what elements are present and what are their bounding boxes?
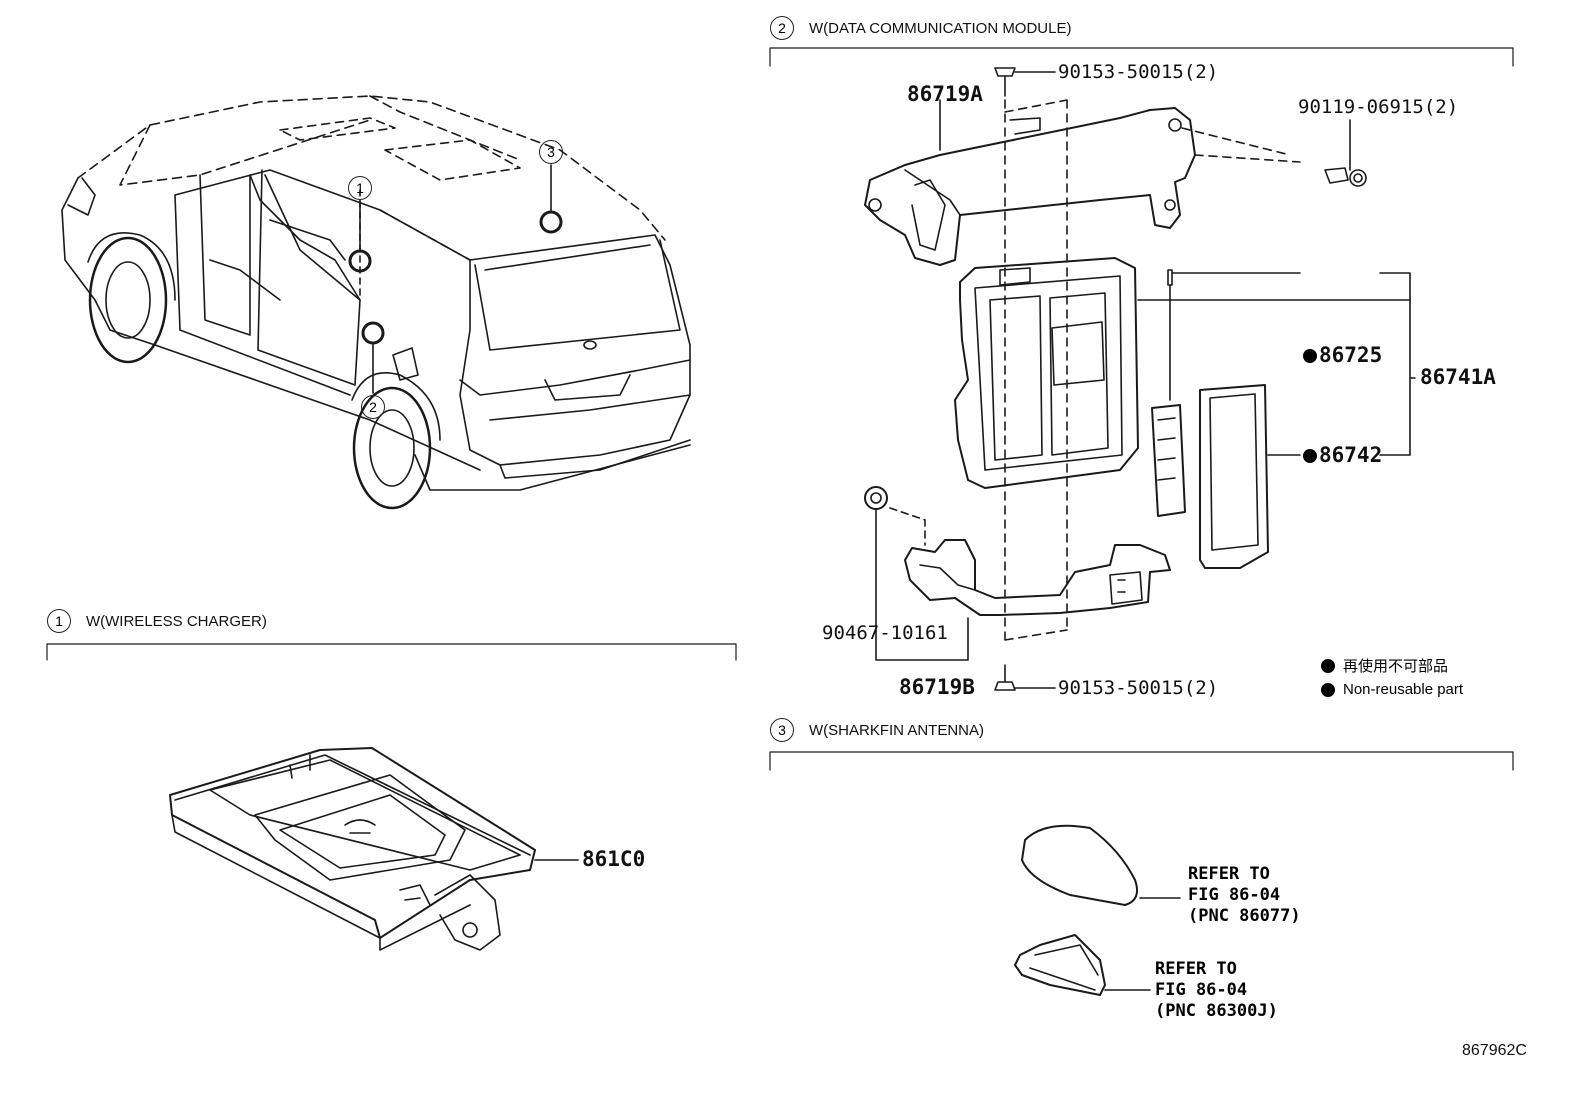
- part-number-86742: 86742: [1319, 443, 1383, 467]
- part-label-screw-top: 90153-50015(2): [1058, 61, 1219, 83]
- section-bracket-antenna: [769, 751, 1514, 771]
- legend-japanese: 再使用不可部品: [1321, 655, 1448, 676]
- reference-note-86300j: REFER TO FIG 86-04 (PNC 86300J): [1155, 959, 1278, 1021]
- section-number-dcm: 2: [770, 16, 794, 40]
- legend-english: Non-reusable part: [1321, 681, 1463, 698]
- wireless-charger-drawing: [169, 747, 579, 951]
- figure-code: 867962C: [1462, 1042, 1527, 1059]
- part-label-86725: 86725: [1303, 345, 1382, 366]
- vehicle-illustration: [61, 95, 691, 510]
- legend-japanese-text: 再使用不可部品: [1343, 658, 1449, 675]
- part-label-86741a: 86741A: [1420, 365, 1496, 389]
- section-number-wireless: 1: [47, 609, 71, 633]
- section-number-antenna: 3: [770, 718, 794, 742]
- vehicle-callout-1: 1: [348, 176, 372, 200]
- part-label-86742: 86742: [1303, 445, 1382, 466]
- section-title-antenna: W(SHARKFIN ANTENNA): [809, 722, 985, 739]
- reference-note-86077: REFER TO FIG 86-04 (PNC 86077): [1188, 864, 1301, 926]
- legend-english-text: Non-reusable part: [1343, 681, 1464, 698]
- part-label-861c0: 861C0: [582, 847, 646, 871]
- non-reusable-dot: [1303, 348, 1317, 363]
- non-reusable-dot: [1303, 448, 1317, 463]
- antenna-drawing: [1014, 824, 1181, 996]
- legend-dot: [1321, 682, 1335, 697]
- part-label-86719a: 86719A: [907, 82, 983, 106]
- part-label-bolt: 90119-06915(2): [1298, 96, 1459, 118]
- part-label-clip: 90467-10161: [822, 622, 948, 644]
- part-label-86719b: 86719B: [899, 675, 975, 699]
- vehicle-callout-3: 3: [539, 140, 563, 164]
- section-bracket-wireless: [46, 643, 737, 661]
- section-title-dcm: W(DATA COMMUNICATION MODULE): [809, 20, 1072, 37]
- part-label-screw-bottom: 90153-50015(2): [1058, 677, 1219, 699]
- part-number-86725: 86725: [1319, 343, 1383, 367]
- section-title-wireless: W(WIRELESS CHARGER): [86, 613, 267, 630]
- section-bracket-dcm: [769, 47, 1514, 67]
- dcm-drawing: [864, 67, 1416, 691]
- legend-dot: [1321, 658, 1335, 673]
- vehicle-callout-2: 2: [361, 395, 385, 419]
